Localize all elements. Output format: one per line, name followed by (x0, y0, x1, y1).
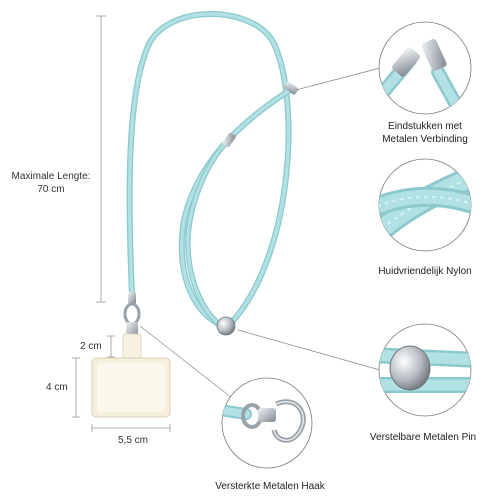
length-dimension-line (96, 15, 106, 303)
max-length-title: Maximale Lengte: (11, 171, 91, 182)
hook-detail (221, 377, 313, 469)
end-pieces-caption-line2: Metalen Verbinding (382, 134, 468, 145)
max-length-value: 70 cm (37, 184, 65, 195)
lanyard-cord (126, 11, 293, 329)
metal-hook (123, 292, 141, 338)
pin-caption: Verstelbare Metalen Pin (369, 432, 477, 443)
phone-patch (91, 333, 171, 418)
end-pieces-detail (378, 21, 472, 115)
nylon-caption: Huidvriendelijk Nylon (378, 266, 472, 277)
pin-detail (378, 323, 472, 417)
adjustable-pin (216, 316, 236, 336)
pad-height-label: 4 cm (46, 382, 68, 393)
callout-leader-lines (139, 67, 381, 399)
tab-height-label: 2 cm (80, 341, 102, 352)
cord-end-caps (222, 81, 299, 148)
nylon-detail (378, 158, 472, 252)
max-length-label: Maximale Lengte: 70 cm (2, 170, 100, 196)
end-pieces-caption: Eindstukken met Metalen Verbinding (352, 120, 498, 146)
hook-caption: Versterkte Metalen Haak (215, 481, 325, 492)
patch-dimension-lines (72, 335, 171, 432)
end-pieces-caption-line1: Eindstukken met (388, 121, 462, 132)
pad-width-label: 5,5 cm (118, 435, 149, 446)
